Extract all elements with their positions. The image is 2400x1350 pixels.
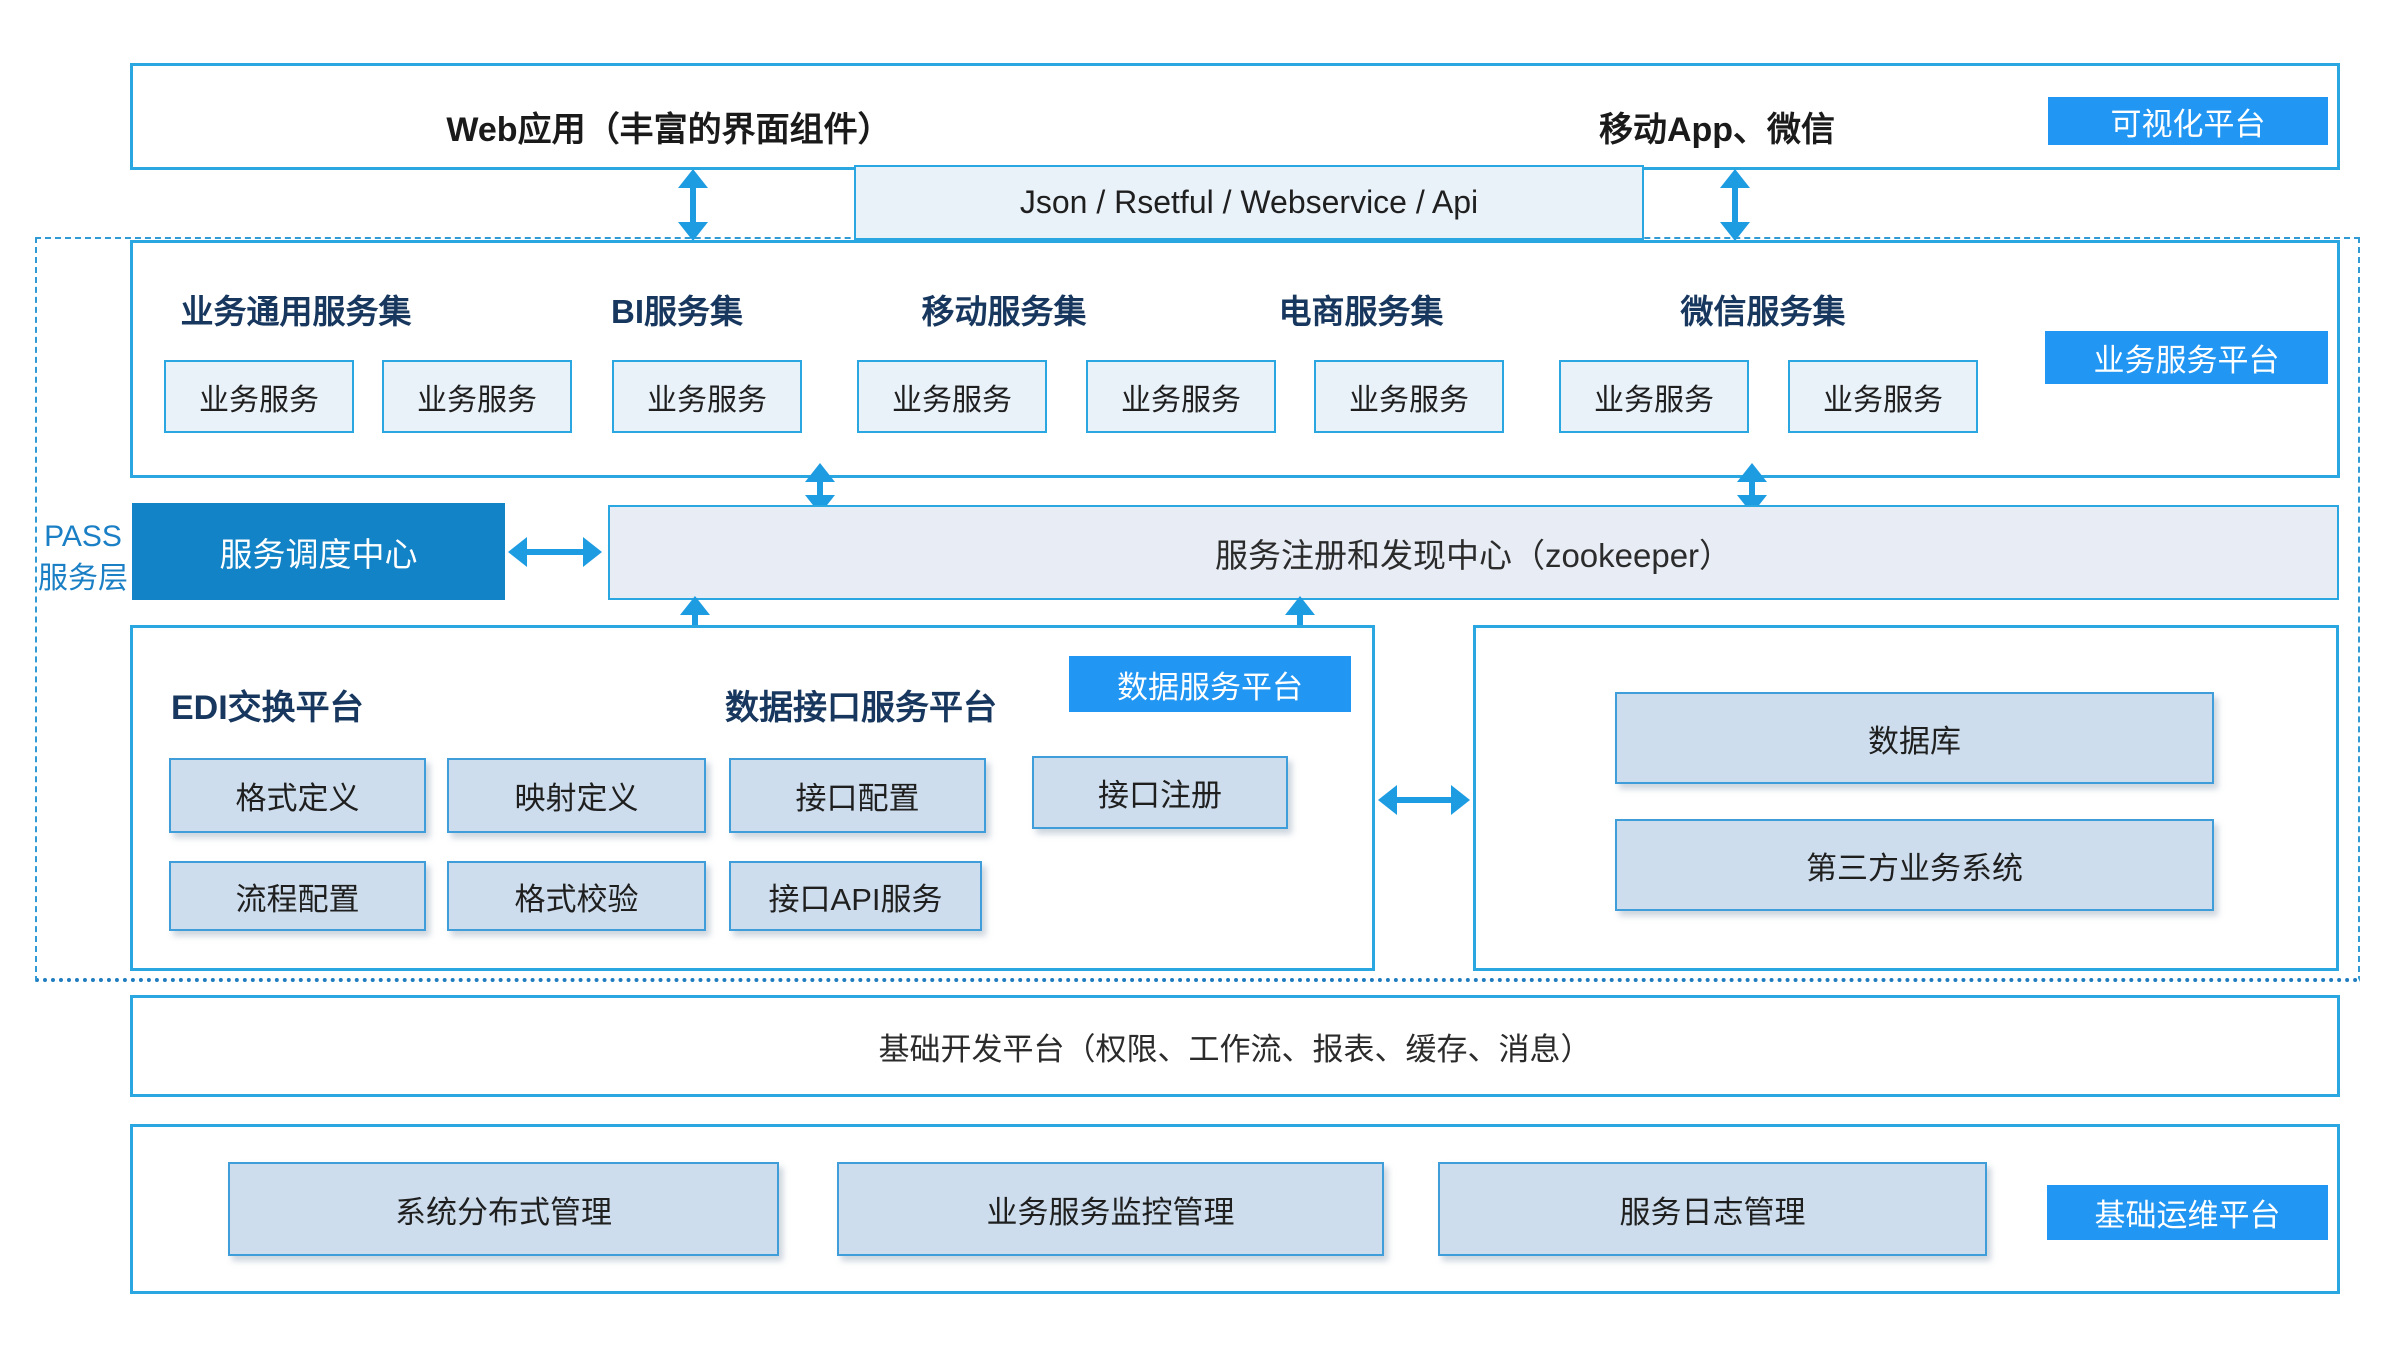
web-app-label: Web应用（丰富的界面组件）: [446, 111, 892, 149]
mobile-app-label: 移动App、微信: [1598, 111, 1836, 149]
double-arrow-services-registry-left: [802, 463, 838, 514]
api-protocol-bar: Json / Rsetful / Webservice / Api: [854, 165, 1644, 240]
group-header-ecommerce: 电商服务集: [1278, 293, 1444, 330]
group-header-mobile: 移动服务集: [921, 293, 1087, 330]
base-dev-platform-panel: 基础开发平台（权限、工作流、报表、缓存、消息）: [130, 995, 2340, 1097]
pass-layer-label: PASS 服务层: [18, 516, 148, 600]
module-box: 流程配置: [169, 861, 426, 931]
service-registry-box: 服务注册和发现中心（zookeeper）: [608, 505, 2339, 600]
double-arrow-registry-datainterface: [1282, 596, 1318, 648]
double-arrow-registry-edi: [677, 596, 713, 648]
service-log-box: 服务日志管理: [1438, 1162, 1987, 1256]
top-apps-panel: Web应用（丰富的界面组件） 移动App、微信 可视化平台: [130, 63, 2340, 170]
database-box: 数据库: [1615, 692, 2214, 784]
double-arrow-services-registry-right: [1734, 463, 1770, 514]
service-box: 业务服务: [382, 360, 572, 433]
base-ops-platform-badge: 基础运维平台: [2047, 1185, 2328, 1240]
group-header-bi: BI服务集: [611, 293, 743, 330]
service-monitor-box: 业务服务监控管理: [837, 1162, 1384, 1256]
pass-layer-label-line1: PASS: [44, 520, 122, 553]
visualization-platform-badge: 可视化平台: [2048, 97, 2328, 145]
thirdparty-system-box: 第三方业务系统: [1615, 819, 2214, 911]
service-box: 业务服务: [857, 360, 1047, 433]
module-box: 接口API服务: [729, 861, 982, 931]
external-systems-panel: 数据库 第三方业务系统: [1473, 625, 2339, 971]
business-service-platform-badge: 业务服务平台: [2045, 331, 2328, 384]
module-box: 格式校验: [447, 861, 706, 931]
service-dispatch-center-box: 服务调度中心: [132, 503, 505, 600]
pass-layer-label-line2: 服务层: [38, 562, 128, 595]
module-box: 接口配置: [729, 758, 986, 833]
service-box: 业务服务: [164, 360, 354, 433]
service-box: 业务服务: [1788, 360, 1978, 433]
base-ops-platform-panel: 系统分布式管理 业务服务监控管理 服务日志管理 基础运维平台: [130, 1124, 2340, 1294]
module-box: 映射定义: [447, 758, 706, 833]
base-dev-platform-label: 基础开发平台（权限、工作流、报表、缓存、消息）: [878, 1031, 1592, 1067]
double-arrow-dispatch-registry: [508, 534, 602, 570]
service-box: 业务服务: [1559, 360, 1749, 433]
double-arrow-web-services: [675, 169, 711, 241]
service-box: 业务服务: [1086, 360, 1276, 433]
distributed-management-box: 系统分布式管理: [228, 1162, 779, 1256]
service-box: 业务服务: [1314, 360, 1504, 433]
module-box: 接口注册: [1032, 756, 1288, 829]
module-box: 格式定义: [169, 758, 426, 833]
double-arrow-data-external: [1378, 782, 1470, 818]
group-header-common: 业务通用服务集: [180, 293, 412, 330]
data-service-platform-panel: EDI交换平台 数据接口服务平台 数据服务平台 格式定义 映射定义 接口配置 接…: [130, 625, 1375, 971]
double-arrow-mobile-services: [1717, 169, 1753, 241]
data-interface-platform-title: 数据接口服务平台: [725, 689, 997, 727]
data-service-platform-badge: 数据服务平台: [1069, 656, 1351, 712]
group-header-wechat: 微信服务集: [1680, 293, 1846, 330]
business-service-platform-panel: 业务通用服务集 BI服务集 移动服务集 电商服务集 微信服务集 业务服务 业务服…: [130, 240, 2340, 478]
edi-platform-title: EDI交换平台: [171, 689, 364, 727]
service-box: 业务服务: [612, 360, 802, 433]
